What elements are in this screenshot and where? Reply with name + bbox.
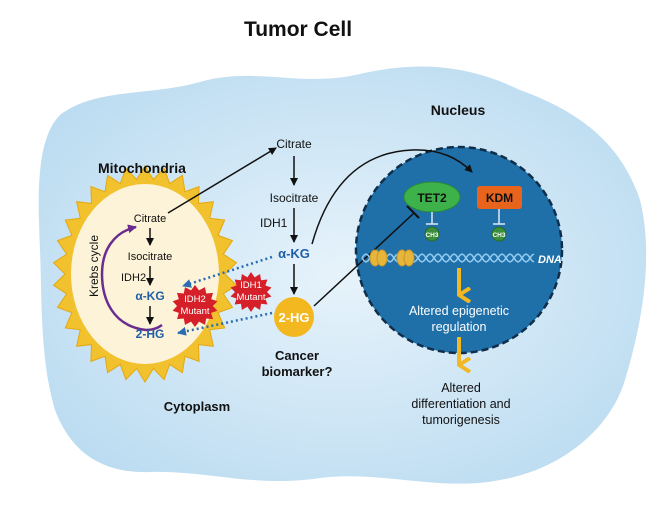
- dotted-arrow-akg-to-mito: [182, 255, 273, 288]
- idh2-mutant-line1: IDH2: [184, 294, 206, 305]
- epigenetic-line2: regulation: [432, 320, 487, 334]
- krebs-cycle-tail: [145, 323, 163, 332]
- cyto-2hg-circle: [274, 297, 314, 337]
- epigenetic-line1: Altered epigenetic: [409, 304, 509, 318]
- cyto-isocitrate: Isocitrate: [270, 191, 319, 205]
- dna-label: DNA: [538, 254, 562, 266]
- kdm-label: KDM: [486, 191, 513, 205]
- ch3-mark-left: [424, 226, 440, 242]
- cyto-idh1-label: IDH1: [260, 216, 288, 230]
- nucleus-label: Nucleus: [431, 102, 486, 118]
- mitochondrion-matrix: [71, 184, 219, 364]
- idh2-mutant-badge: [172, 285, 218, 327]
- krebs-cycle-label: Krebs cycle: [87, 235, 101, 297]
- biomarker-line1: Cancer: [275, 348, 319, 363]
- idh1-mutant-badge: [230, 272, 272, 312]
- ch3-left-label: CH3: [425, 232, 438, 239]
- ch3-right-label: CH3: [492, 232, 505, 239]
- mito-citrate: Citrate: [134, 213, 166, 225]
- outcome-line2: differentiation and: [411, 397, 510, 411]
- arrow-mito-citrate-to-cyto: [167, 147, 277, 214]
- dna-strand: [361, 253, 535, 263]
- mitochondria-label: Mitochondria: [98, 160, 186, 176]
- outcome-line3: tumorigenesis: [422, 413, 500, 427]
- dotted-arrow-2hg-to-mito: [177, 311, 273, 336]
- mito-2hg: 2-HG: [136, 327, 165, 341]
- mito-idh2-label: IDH2: [121, 272, 146, 284]
- biomarker-line2: biomarker?: [262, 364, 333, 379]
- nucleosome-left: [369, 249, 388, 267]
- page-title: Tumor Cell: [244, 18, 352, 41]
- mito-isocitrate: Isocitrate: [128, 251, 173, 263]
- kdm-enzyme: [477, 186, 522, 209]
- cyto-citrate: Citrate: [276, 137, 312, 151]
- idh1-mutant-line2: Mutant: [236, 292, 265, 303]
- ch3-mark-right: [491, 226, 507, 242]
- mito-akg: α-KG: [135, 289, 164, 303]
- tet2-inhibit-bar: [406, 205, 420, 219]
- idh2-mutant-line2: Mutant: [180, 306, 209, 317]
- cytoplasm-label: Cytoplasm: [164, 399, 230, 414]
- tet2-label: TET2: [417, 191, 447, 205]
- outcome-line1: Altered: [441, 381, 481, 395]
- cyto-akg: α-KG: [278, 246, 310, 261]
- cyto-2hg: 2-HG: [278, 310, 309, 325]
- krebs-cycle-arrow: [100, 224, 147, 332]
- nucleosome-right: [396, 249, 415, 267]
- mitochondrion: [52, 165, 238, 383]
- arrow-akg-to-nucleus: [311, 149, 473, 245]
- idh1-mutant-line1: IDH1: [240, 280, 262, 291]
